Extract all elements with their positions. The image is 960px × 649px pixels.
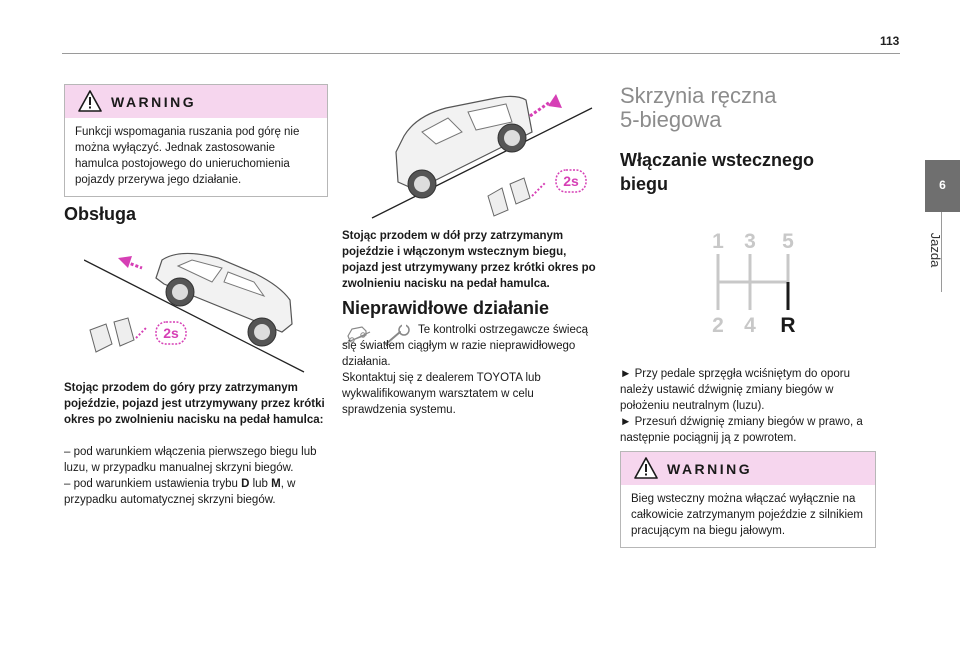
- gear-label-2: 2: [712, 314, 724, 337]
- uphill-item-2: – pod warunkiem ustawienia trybu D lub M…: [64, 478, 296, 506]
- reverse-step-2: ► Przesuń dźwignię zmiany biegów w prawo…: [620, 416, 863, 444]
- gear-label-5: 5: [782, 230, 794, 253]
- gear-label-3: 3: [744, 230, 756, 253]
- timer-label: 2s: [163, 325, 179, 341]
- gear-label-4: 4: [744, 314, 756, 337]
- warning-box-1: WARNING Funkcji wspomagania ruszania pod…: [64, 84, 328, 197]
- warning-header: WARNING: [65, 85, 327, 118]
- warning-text: Bieg wsteczny można włączać wyłącznie na…: [631, 493, 863, 537]
- side-divider: [941, 212, 942, 292]
- downhill-caption: Stojąc przodem w dół przy zatrzymanym po…: [342, 230, 596, 290]
- section-heading-malfunction: Nieprawidłowe działanie: [342, 298, 550, 318]
- downhill-car-illustration: 2s: [371, 94, 593, 219]
- uphill-car-illustration: 2s: [84, 252, 305, 373]
- section-heading-reverse: Włączanie wstecznego biegu: [620, 150, 815, 194]
- gear-label-reverse: R: [780, 314, 795, 337]
- chapter-tab-label: Jazda: [928, 232, 943, 268]
- header-divider: [62, 53, 900, 54]
- warning-text: Funkcji wspomagania ruszania pod górę ni…: [75, 126, 300, 186]
- chapter-tab-number: 6: [939, 178, 946, 192]
- warning-header: WARNING: [621, 452, 875, 485]
- gear-label-1: 1: [712, 230, 724, 253]
- service-wrench-icon: [385, 324, 410, 345]
- chapter-tab[interactable]: [925, 160, 960, 212]
- section-heading-obsluga: Obsługa: [64, 204, 137, 224]
- warning-triangle-icon: [78, 90, 102, 112]
- page-number: 113: [880, 34, 900, 48]
- warning-box-2: WARNING Bieg wsteczny można włączać wyłą…: [620, 451, 876, 548]
- gear-shift-pattern: 1 3 5 2 4 R: [712, 230, 795, 337]
- reverse-step-1: ► Przy pedale sprzęgła wciśniętym do opo…: [620, 368, 850, 412]
- chapter-title: Skrzynia ręczna 5-biegowa: [620, 83, 777, 132]
- warning-triangle-icon: [634, 457, 658, 479]
- warning-title: WARNING: [111, 94, 197, 110]
- timer-label: 2s: [563, 173, 579, 189]
- hill-assist-warning-icon: [343, 326, 371, 345]
- uphill-caption: Stojąc przodem do góry przy zatrzymanym …: [64, 382, 325, 426]
- warning-title: WARNING: [667, 461, 753, 477]
- malfunction-text-1: Te kontrolki ostrzegawcze świecą się świ…: [342, 324, 589, 368]
- uphill-item-1: – pod warunkiem włączenia pierwszego bie…: [64, 446, 317, 474]
- malfunction-text-2: Skontaktuj się z dealerem TOYOTA lub wyk…: [342, 372, 541, 416]
